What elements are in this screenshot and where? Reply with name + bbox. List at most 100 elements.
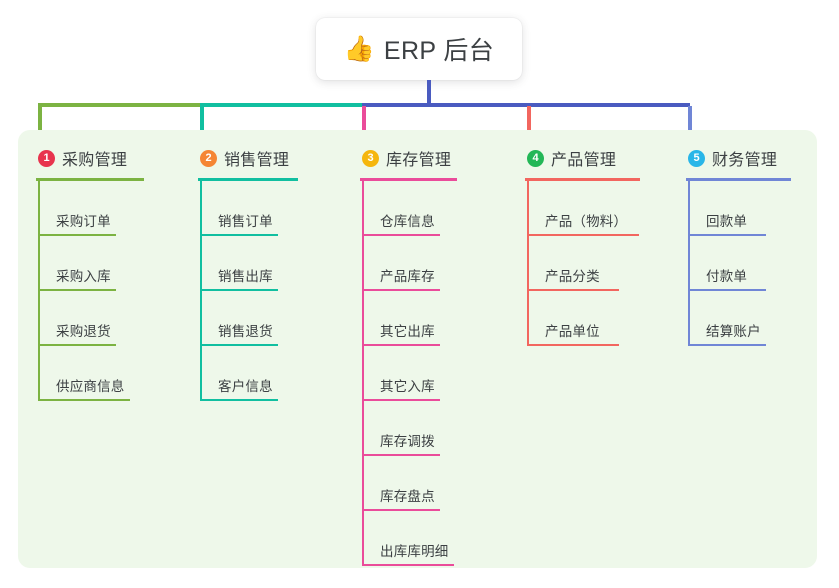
menu-item[interactable]: 供应商信息 [38,346,144,401]
column-items-5: 回款单付款单结算账户 [688,181,791,346]
connector-drop-2 [200,106,204,151]
menu-item-label: 产品单位 [545,324,600,339]
column-spine [688,181,690,346]
menu-item-label: 采购入库 [56,269,111,284]
menu-item-label: 产品（物料） [545,214,628,229]
column-1: 1 采购管理采购订单采购入库采购退货供应商信息 [18,144,144,401]
menu-item-label: 产品分类 [545,269,600,284]
badge-number-icon: 1 [38,149,55,167]
badge-number-icon: 2 [200,149,217,167]
menu-item-label: 销售出库 [218,269,273,284]
connector-bus-segment [38,103,202,107]
menu-item-label: 采购订单 [56,214,111,229]
column-header-5[interactable]: 5 财务管理 [668,144,791,172]
column-header-rule [198,178,298,181]
column-title: 财务管理 [712,152,778,169]
menu-item-rule [38,289,116,291]
menu-item-rule [362,399,440,401]
menu-item[interactable]: 采购入库 [38,236,144,291]
thumbs-up-icon: 👍 [343,34,375,63]
menu-item-label: 销售退货 [218,324,273,339]
menu-item-label: 其它入库 [380,379,435,394]
column-5: 5 财务管理回款单付款单结算账户 [668,144,791,346]
menu-item[interactable]: 回款单 [688,181,791,236]
menu-item-label: 出库库明细 [380,544,449,559]
connector-drop-3 [362,106,366,151]
menu-item-rule [200,399,278,401]
column-header-rule [525,178,640,181]
menu-item-rule [362,509,440,511]
menu-item-rule [38,234,116,236]
root-node-card[interactable]: 👍 ERP 后台 [316,18,522,80]
column-spine [38,181,40,401]
menu-item-label: 采购退货 [56,324,111,339]
column-header-rule [686,178,791,181]
menu-item-rule [200,234,278,236]
menu-item-label: 回款单 [706,214,748,229]
menu-item-rule [688,344,766,346]
menu-item-rule [362,344,440,346]
menu-item[interactable]: 销售出库 [200,236,298,291]
menu-item-label: 结算账户 [706,324,761,339]
connector-drop-1 [38,106,42,151]
menu-item[interactable]: 产品分类 [527,236,640,291]
menu-item-rule [362,289,440,291]
menu-item[interactable]: 其它入库 [362,346,457,401]
menu-item[interactable]: 产品库存 [362,236,457,291]
column-header-3[interactable]: 3 库存管理 [342,144,457,172]
menu-item[interactable]: 产品单位 [527,291,640,346]
menu-item[interactable]: 出库库明细 [362,511,457,566]
menu-item-label: 供应商信息 [56,379,125,394]
column-header-rule [360,178,457,181]
menu-item-rule [527,289,619,291]
connector-bus-segment [362,103,690,107]
badge-number-icon: 3 [362,149,379,167]
menu-item-label: 付款单 [706,269,748,284]
menu-item[interactable]: 客户信息 [200,346,298,401]
menu-item-label: 库存盘点 [380,489,435,504]
connector-drop-4 [527,106,531,151]
column-header-1[interactable]: 1 采购管理 [18,144,144,172]
column-spine [362,181,364,566]
menu-item[interactable]: 产品（物料） [527,181,640,236]
menu-item[interactable]: 销售订单 [200,181,298,236]
column-items-1: 采购订单采购入库采购退货供应商信息 [38,181,144,401]
menu-item[interactable]: 付款单 [688,236,791,291]
badge-number-icon: 5 [688,149,705,167]
column-header-rule [36,178,144,181]
menu-item-label: 产品库存 [380,269,435,284]
menu-item-rule [362,564,454,566]
menu-item-rule [688,289,766,291]
menu-item-rule [688,234,766,236]
menu-item[interactable]: 库存调拨 [362,401,457,456]
column-3: 3 库存管理仓库信息产品库存其它出库其它入库库存调拨库存盘点出库库明细 [342,144,457,566]
menu-item-rule [200,344,278,346]
menu-item-rule [38,344,116,346]
column-items-4: 产品（物料） 产品分类产品单位 [527,181,640,346]
root-title: ERP 后台 [383,37,495,65]
menu-item-label: 其它出库 [380,324,435,339]
menu-item-label: 销售订单 [218,214,273,229]
sitemap-panel: 1 采购管理采购订单采购入库采购退货供应商信息 2 销售管理销售订单销售出库销售退货客… [18,130,817,568]
menu-item-rule [200,289,278,291]
menu-item[interactable]: 采购订单 [38,181,144,236]
column-header-2[interactable]: 2 销售管理 [180,144,298,172]
column-title: 库存管理 [386,152,452,169]
menu-item-rule [527,234,639,236]
menu-item[interactable]: 库存盘点 [362,456,457,511]
connector-drop-5 [688,106,692,151]
menu-item[interactable]: 其它出库 [362,291,457,346]
connector-bus-segment [200,103,364,107]
menu-item-label: 库存调拨 [380,434,435,449]
column-items-2: 销售订单销售出库销售退货客户信息 [200,181,298,401]
menu-item-rule [527,344,619,346]
menu-item[interactable]: 采购退货 [38,291,144,346]
column-title: 销售管理 [224,152,290,169]
menu-item[interactable]: 销售退货 [200,291,298,346]
menu-item[interactable]: 结算账户 [688,291,791,346]
column-title: 采购管理 [62,152,128,169]
menu-item[interactable]: 仓库信息 [362,181,457,236]
